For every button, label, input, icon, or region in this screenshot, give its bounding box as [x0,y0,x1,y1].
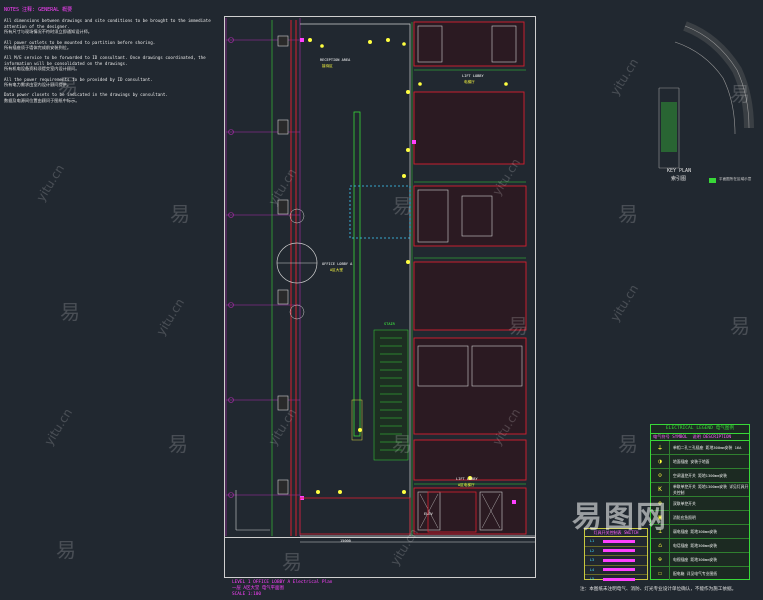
electrical-legend[interactable]: ELECTRICAL LEGEND 电气图例 电气符号 SYMBOL 说明 DE… [650,424,750,580]
facade-wall [290,20,297,536]
double-switch-icon: ⊗ [651,497,670,510]
lift-lobby-bottom-label-cn: A区电梯厅 [458,483,475,487]
schedule-row: L4 [585,566,647,575]
note-item: Data power closets to be indicated in th… [4,92,168,103]
core-rooms [413,21,527,535]
drawing-title-cn: 一层 A区大堂 电气平面图 [232,586,284,591]
stair-label: STAIR [384,322,395,326]
lift-lobby-top-label-cn: 电梯厅 [464,80,475,84]
schedule-row: L2 [585,547,647,556]
key-plan-note: 平面图所在区域示意 [719,177,752,181]
schedule-row: L5 [585,575,647,584]
lift-lobby-bottom-label: LIFT LOBBY [456,477,478,481]
legend-row: ☐配电箱 详见电气专业图纸 [651,567,749,580]
legend-row: ◑地面插座 安装于地面 [651,455,749,469]
schedule-title: 灯具开关控制表 SWITCH [585,529,647,537]
key-plan[interactable]: KEY PLAN 索引图 平面图所在区域示意 [645,18,757,188]
general-notes: NOTES 注释: GENERAL 概要 All dimensions betw… [4,7,224,108]
switch-schedule[interactable]: 灯具开关控制表 SWITCH L1 L2 L3 L4 L5 [584,528,648,581]
notes-heading: NOTES 注释: GENERAL 概要 [4,7,73,13]
outlet-icon: ⏚ [651,441,670,454]
data-outlet-icon: ⊥ [651,525,670,538]
key-plan-diagram [658,21,754,183]
note-item: All the power requirements to be provide… [4,76,153,88]
legend-row: ⊥弱电插座 距地300mm安装 [651,525,749,539]
note-item: All power outlets to be mounted to parti… [4,39,156,51]
switch-icon: K [651,483,670,496]
legend-row: ⊗双联单控开关 [651,497,749,511]
ucs-icon [235,490,270,531]
note-item: All M/E service to be forwarded to ID co… [4,55,206,72]
stair [373,329,409,461]
panel-box-icon: ☐ [651,567,670,580]
schedule-row: L1 [585,537,647,547]
legend-row: ⏚单相二孔三孔插座 距地300mm安装 16A [651,441,749,455]
tv-outlet-icon: ⊕ [651,553,670,566]
drawing-title: LEVEL 1 OFFICE LOBBY A Electrical Plan [232,580,333,585]
dimension-strip [224,538,536,578]
lift-lobby-top-label: LIFT LOBBY [462,74,484,78]
electrical-symbols [308,38,508,494]
legend-row: ⊕电视插座 距地300mm安装 [651,553,749,567]
drawing-sheet[interactable] [224,16,536,538]
grid-lines [225,18,301,536]
thermostat-icon: ⊙ [651,469,670,482]
footnote: 注：本图纸未注明电气、消防、灯光专业设计单位确认，不能作为施工依据。 [580,587,737,592]
reception-label-cn: 接待区 [322,64,333,68]
dimension-label: 15000 [340,539,351,543]
key-plan-title: KEY PLAN [667,168,692,174]
office-lobby-label-cn: A区大堂 [330,268,343,272]
brand-watermark: 易图网 [572,500,668,535]
drawing-scale: SCALE 1:100 [232,592,262,597]
legend-row: ⌂电话插座 距地300mm安装 [651,539,749,553]
note-item: All dimensions between drawings and site… [4,18,211,35]
columns [277,35,289,495]
title-block: LEVEL 1 OFFICE LOBBY A Electrical Plan 一… [232,580,332,598]
key-plan-title-cn: 索引图 [671,176,687,182]
legend-title: ELECTRICAL LEGEND 电气图例 [651,425,749,434]
phone-outlet-icon: ⌂ [651,539,670,552]
elevator-label: ELEV [424,512,433,516]
emergency-light-icon: ▣ [651,511,670,524]
floor-outlet-icon: ◑ [651,455,670,468]
highlight-zone [349,185,411,239]
schedule-row: L3 [585,556,647,566]
legend-subtitle: 电气符号 SYMBOL 说明 DESCRIPTION [651,434,749,441]
legend-row: ⊙空调温控开关 距地1300mm安装 [651,469,749,483]
reception-label: RECEPTION AREA [320,58,351,62]
office-lobby-label: OFFICE LOBBY A [322,262,353,266]
reception-counter [353,111,361,437]
legend-row: ▣消防应急照明 [651,511,749,525]
